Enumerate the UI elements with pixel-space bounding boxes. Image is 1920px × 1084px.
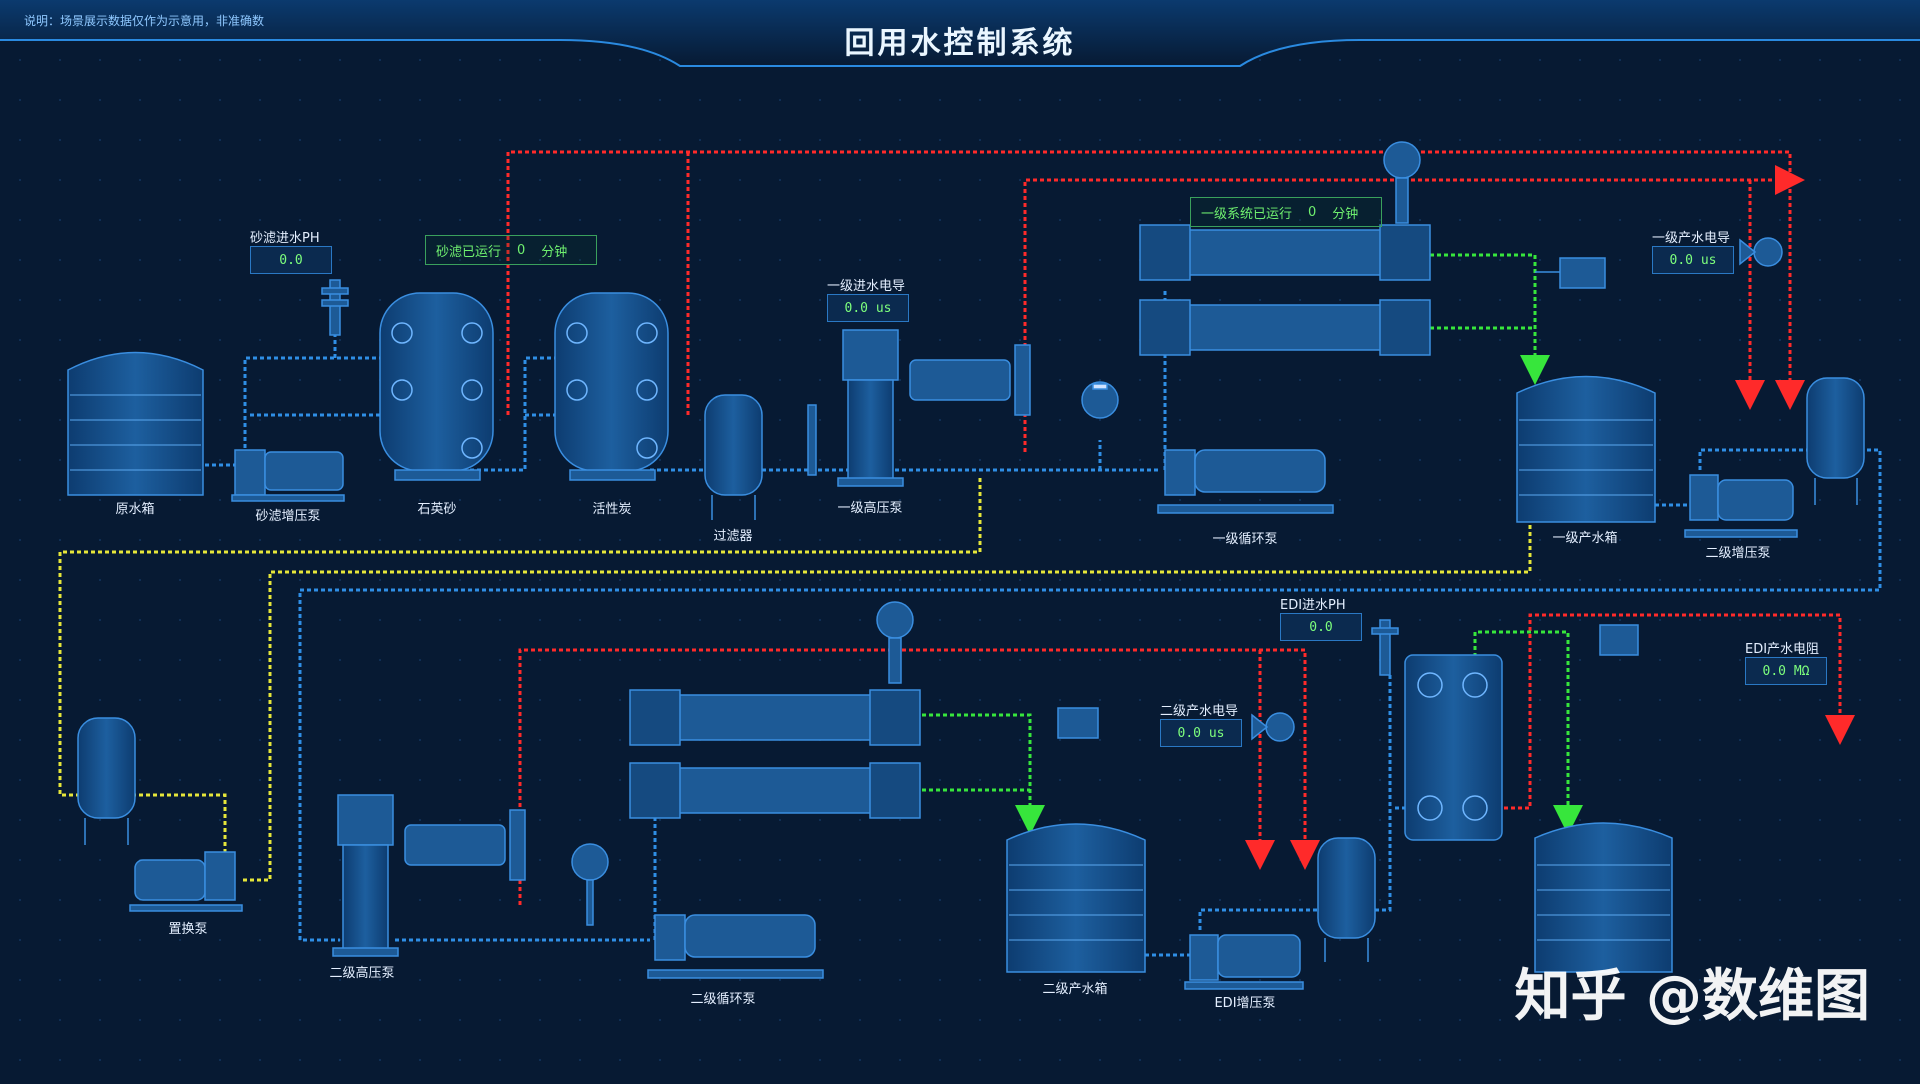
sys1-run-unit: 分钟 [1332,206,1359,222]
product-cond-1-value: 0.0 us [1652,246,1734,274]
filter-probe [807,404,817,476]
raw-water-tank [67,351,204,496]
pipe-green-lower-1 [915,713,1045,835]
watermark: 知乎 @数维图 [1514,964,1871,1029]
pressure-vessel-1 [1806,377,1865,505]
flow-sensor-right-2 [1057,707,1099,739]
motor-valve-1 [909,344,1031,416]
hp-pump-1 [837,329,904,487]
pipe-vessel-to-edi [1375,700,1392,912]
pipe-yellow-right [240,525,1532,882]
product-cond-2-value: 0.0 us [1160,719,1242,747]
quartz-sand-label: 石英砂 [417,502,457,517]
pipe-pump2-to-vessel [1698,448,1810,470]
hp-pump-2 [332,794,399,957]
pressure-vessel-2 [1317,837,1376,962]
header-band [0,0,1920,66]
cond-sensor-1 [1739,237,1783,267]
sys1-run-label: 一级系统已运行 [1201,206,1293,222]
product-cond-2-label: 二级产水电导 [1160,704,1239,719]
pipe-quartz-to-carbon [470,356,555,472]
edi-ph-label: EDI进水PH [1280,598,1346,613]
product-cond-1-label: 一级产水电导 [1652,231,1731,246]
boost-pump-2 [1684,474,1798,538]
edi-module [1404,654,1503,841]
header-line [0,39,1920,67]
product-tank-1 [1516,375,1656,523]
inlet-cond-1-value: 0.0 us [827,294,909,322]
replace-pump-label: 置换泵 [168,922,208,937]
flow-meter-top [1383,141,1421,224]
pressure-gauge-1 [1081,381,1119,419]
edi-resist-value: 0.0 MΩ [1745,657,1827,685]
membrane-array-2 [629,689,921,819]
sand-ph-label: 砂滤进水PH [250,231,320,246]
product-tank-2-label: 二级产水箱 [1042,982,1108,997]
page-title: 回用水控制系统 [844,26,1076,61]
edi-pump-label: EDI增压泵 [1214,996,1276,1011]
edi-booster-pump [1184,934,1304,990]
pipe-red-edi-out [1490,613,1855,810]
pipe-red-top-outer [506,150,1805,415]
sand-ph-value: 0.0 [250,246,332,274]
sand-pump-label: 砂滤增压泵 [255,509,321,524]
quartz-sand-vessel [379,292,494,481]
sys1-run-value: 0 [1308,204,1317,220]
sand-run-label: 砂滤已运行 [436,244,502,260]
circ-pump-1-label: 一级循环泵 [1212,532,1278,547]
membrane-array-1 [1139,224,1431,356]
motor-valve-2 [404,809,526,881]
cond-sensor-2 [1251,712,1295,742]
disclaimer-note: 说明：场景展示数据仅作为示意用，非准确数 [24,14,265,28]
activated-carbon-label: 活性炭 [592,502,632,517]
filter-label: 过滤器 [713,529,753,544]
flow-meter-lower [876,601,914,684]
circ-pump-2-label: 二级循环泵 [690,992,756,1007]
product-tank-1-label: 一级产水箱 [1552,531,1618,546]
sand-run-value: 0 [517,242,526,258]
final-product-tank [1534,822,1673,973]
sand-ph-probe [321,279,349,336]
sand-run-status: 砂滤已运行 0 分钟 [425,235,597,265]
circulation-pump-1 [1157,449,1334,514]
pipe-edi-to-vessel [1198,908,1320,930]
inlet-cond-1-label: 一级进水电导 [827,279,906,294]
activated-carbon-vessel [554,292,669,481]
hp-pump-2-label: 二级高压泵 [329,966,395,981]
pipe-green-edi [1473,630,1583,835]
hp-pump-1-label: 一级高压泵 [837,501,903,516]
flow-sensor-right-1 [1535,257,1606,289]
boost-pump-2-label: 二级增压泵 [1705,546,1771,561]
product-tank-2 [1006,823,1146,973]
pipe-red-lower-outer [518,648,1320,905]
pressure-gauge-2 [571,843,609,926]
pipe-green-top-1 [1430,253,1550,385]
pipe-yellow-left [58,478,982,880]
replace-pump [129,851,243,912]
edi-ph-probe [1371,619,1399,676]
edi-resist-label: EDI产水电阻 [1745,642,1820,657]
pipe-return-stage2 [298,448,1882,942]
circulation-pump-2 [647,914,824,979]
equipment-layer [67,141,1865,990]
edi-ph-value: 0.0 [1280,613,1362,641]
filter-vessel [704,394,763,520]
sand-run-unit: 分钟 [541,244,568,260]
sand-booster-pump [231,449,345,502]
flow-sensor-edi [1599,624,1639,656]
sys1-run-status: 一级系统已运行 0 分钟 [1190,197,1382,227]
raw-tank-label: 原水箱 [115,502,155,517]
replace-vessel [77,717,136,845]
